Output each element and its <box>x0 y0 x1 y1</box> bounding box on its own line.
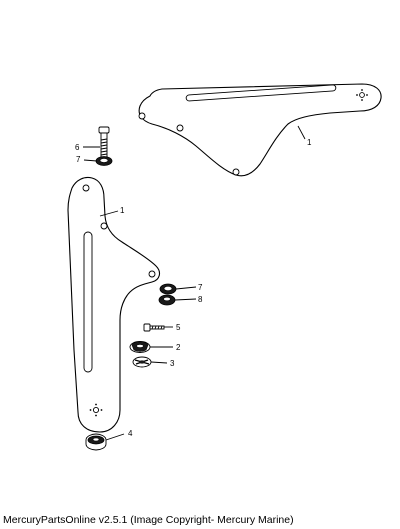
label-lock-washer-lower[interactable]: 7 <box>198 283 203 292</box>
exploded-parts-diagram: 1 6 7 1 7 <box>67 83 382 451</box>
lock-washer-lower-part[interactable] <box>159 283 177 295</box>
copyright-footer: MercuryPartsOnline v2.5.1 (Image Copyrig… <box>3 514 294 526</box>
label-nut[interactable]: 8 <box>198 295 203 304</box>
upper-bracket-mounting-holes <box>356 89 368 101</box>
upper-bracket-part[interactable] <box>138 83 382 177</box>
label-lock-washer-upper[interactable]: 7 <box>76 155 81 164</box>
label-anchor-nut[interactable]: 4 <box>128 429 133 438</box>
nut-plate-part[interactable] <box>132 356 152 368</box>
label-bolt[interactable]: 6 <box>75 143 80 152</box>
lock-washer-upper-part[interactable] <box>95 156 113 166</box>
screw-part[interactable] <box>143 323 165 332</box>
lower-bracket-part[interactable] <box>67 176 161 433</box>
label-nut-plate[interactable]: 3 <box>170 359 175 368</box>
label-upper-bracket[interactable]: 1 <box>307 138 312 147</box>
anchor-nut-part[interactable] <box>85 433 107 451</box>
lower-bracket-mounting-holes <box>89 403 103 417</box>
label-lower-bracket[interactable]: 1 <box>120 206 125 215</box>
clip-part[interactable] <box>129 341 151 353</box>
label-screw[interactable]: 5 <box>176 323 181 332</box>
label-clip[interactable]: 2 <box>176 343 181 352</box>
bolt-part[interactable] <box>98 126 110 158</box>
nut-part[interactable] <box>158 294 176 306</box>
